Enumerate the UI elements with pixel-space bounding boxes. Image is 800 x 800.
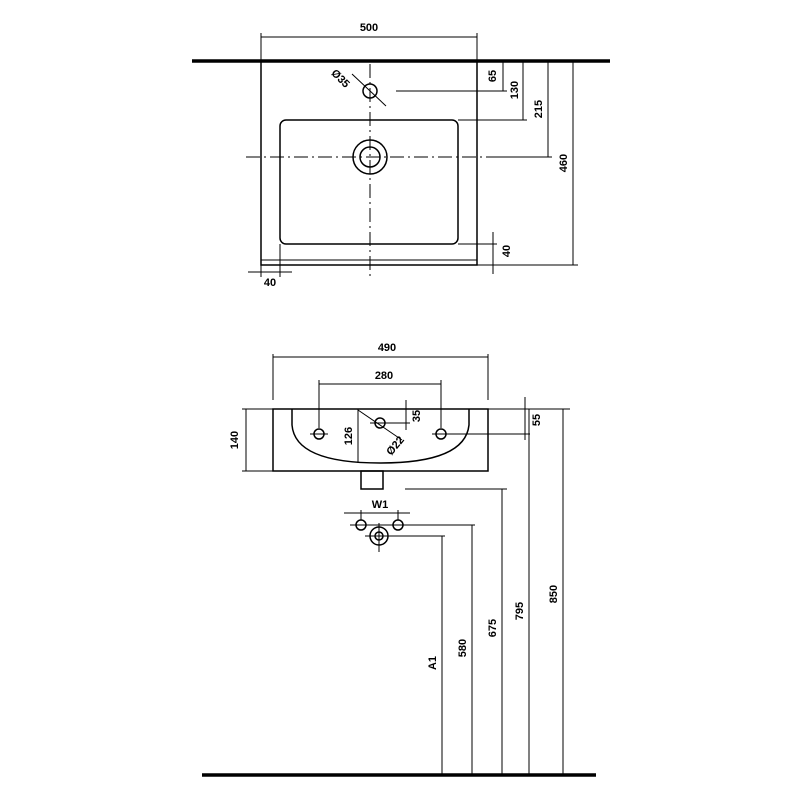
dimension-795: 795 <box>514 409 530 775</box>
tap-hole-diameter-label: Ø35 <box>329 67 352 90</box>
dimension-w1: W1 <box>344 499 410 520</box>
dimension-140: 140 <box>229 408 273 472</box>
height-675-label: 675 <box>487 619 499 637</box>
fixing-spacing-280-label: 280 <box>375 370 393 382</box>
dimension-460: 460 <box>477 61 578 266</box>
waste-outlet <box>360 470 384 490</box>
bowl-offset-215-label: 215 <box>533 100 545 118</box>
dimension-65: 65 <box>396 61 507 92</box>
dimension-126: 126 <box>343 409 359 463</box>
overflow-height-126-label: 126 <box>343 427 355 445</box>
bowl-width-490-label: 490 <box>378 342 396 354</box>
dimension-35: 35 <box>405 400 423 430</box>
dimension-40-front: 40 <box>458 232 513 274</box>
tap-hole-leader <box>351 73 387 107</box>
height-580-label: 580 <box>457 639 469 657</box>
dimension-490: 490 <box>272 342 489 400</box>
basin-outline-top <box>260 60 478 266</box>
overflow-diameter-label: Ø22 <box>384 434 407 458</box>
height-795-label: 795 <box>514 602 526 620</box>
front-view: 490 280 140 126 Ø22 35 <box>202 342 596 777</box>
overflow-leader <box>357 409 403 441</box>
drain-outer <box>352 139 388 175</box>
bowl-curve <box>291 409 470 464</box>
drain-offset-130-label: 130 <box>509 81 521 99</box>
supply-height-a1-label: A1 <box>427 656 439 670</box>
dimension-850: 850 <box>548 409 564 775</box>
width-500-label: 500 <box>360 22 378 34</box>
rim-to-overflow-35-label: 35 <box>411 410 423 422</box>
dimension-215: 215 <box>490 61 552 158</box>
height-140-label: 140 <box>229 431 241 449</box>
depth-460-label: 460 <box>558 154 570 172</box>
dimension-a1: A1 <box>427 536 443 775</box>
tap-hole <box>362 83 378 99</box>
supply-connection <box>350 519 475 552</box>
rim-front-40-label: 40 <box>501 245 513 257</box>
rim-to-top-55-label: 55 <box>531 414 543 426</box>
inner-bowl <box>279 119 459 245</box>
dimension-580: 580 <box>457 525 473 775</box>
supply-spacing-w1-label: W1 <box>372 499 389 511</box>
dimension-500: 500 <box>260 22 478 61</box>
top-view: 500 Ø35 65 130 215 460 <box>192 22 610 289</box>
tap-offset-65-label: 65 <box>487 70 499 82</box>
dimension-675: 675 <box>405 488 507 775</box>
drain-inner <box>359 146 381 168</box>
rim-side-40-label: 40 <box>264 277 276 289</box>
dimension-280: 280 <box>318 370 442 428</box>
height-850-label: 850 <box>548 585 560 603</box>
dimension-130: 130 <box>458 61 527 121</box>
dimension-40-side: 40 <box>248 244 292 289</box>
